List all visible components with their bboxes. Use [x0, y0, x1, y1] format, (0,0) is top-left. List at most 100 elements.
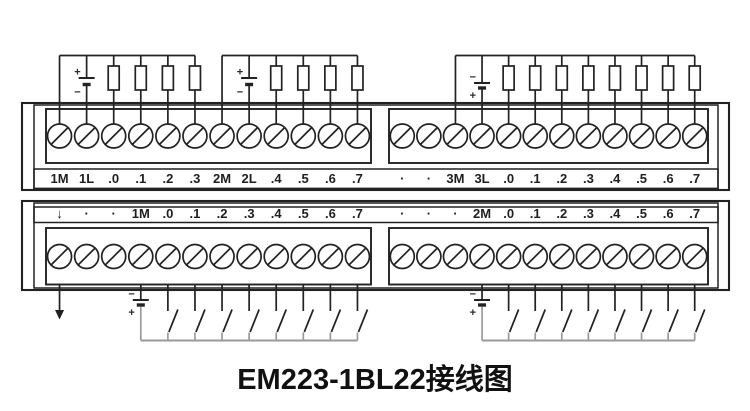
screw-slot — [50, 126, 69, 146]
load-resistor-icon — [502, 65, 515, 91]
screw-terminal — [127, 243, 154, 270]
screw-slot — [240, 126, 259, 146]
switch-icon — [640, 284, 653, 341]
screw-terminal — [628, 243, 655, 270]
screw-terminal — [263, 123, 290, 149]
screw-terminal — [681, 243, 708, 270]
screw-slot — [685, 126, 704, 146]
screw-terminal — [73, 123, 100, 149]
screw-slot — [526, 247, 545, 266]
screw-terminal — [209, 243, 235, 270]
terminal-label: · — [400, 206, 404, 221]
terminal-label: 2M — [213, 171, 231, 186]
switch-blade — [641, 309, 653, 333]
screw-terminal — [442, 123, 469, 149]
screw-slot — [552, 247, 571, 266]
terminal-label: .0 — [162, 206, 173, 221]
load-resistor-icon — [661, 65, 675, 91]
terminal-label: .0 — [503, 206, 514, 221]
switch-blade — [195, 309, 206, 333]
switch-icon — [194, 284, 206, 341]
battery-minus-label: − — [74, 87, 80, 99]
terminal-label: .1 — [530, 206, 541, 221]
screw-terminal — [290, 243, 317, 270]
terminal-label: · — [112, 206, 116, 221]
screw-slot — [446, 126, 465, 146]
terminal-strip — [388, 108, 709, 164]
screw-terminal — [100, 243, 127, 270]
switch-blade — [222, 309, 233, 333]
load-resistor-icon — [134, 65, 148, 91]
screw-slot — [185, 247, 204, 266]
battery-icon: +− — [74, 67, 95, 99]
screw-terminal — [127, 123, 154, 149]
terminal-label: .5 — [298, 171, 309, 186]
load-resistor-icon — [107, 65, 121, 91]
ground-arrow-icon — [55, 284, 65, 320]
bottom-module: ↓··1M.0.1.2.3.4.5.6.7−+···2M.0.1.2.3.4.5… — [20, 199, 731, 342]
screw-terminal — [236, 243, 262, 270]
switch-blade — [535, 309, 546, 333]
terminal-label: 3L — [474, 171, 489, 186]
screw-slot — [104, 247, 123, 266]
screw-terminal — [548, 243, 575, 270]
diagram-title: EM223-1BL22接线图 — [237, 363, 513, 396]
load-resistor-icon — [324, 65, 337, 91]
battery-minus-label: − — [128, 289, 134, 301]
battery-icon: −+ — [470, 289, 491, 319]
screw-slot — [104, 126, 123, 146]
terminal-label: .2 — [217, 206, 228, 221]
screw-slot — [321, 126, 340, 146]
screw-slot — [659, 126, 678, 146]
screw-terminal — [46, 123, 73, 149]
battery-plus-label: + — [237, 67, 243, 79]
terminal-label: .2 — [556, 171, 567, 186]
terminal-label: 2L — [242, 171, 257, 186]
screw-slot — [321, 247, 340, 266]
switch-icon — [587, 284, 600, 341]
switch-blade — [249, 309, 260, 333]
terminal-label: .4 — [610, 206, 622, 221]
screw-slot — [419, 126, 438, 146]
battery-minus-label: − — [237, 87, 243, 99]
switch-icon — [560, 284, 573, 341]
load-resistor-icon — [296, 65, 310, 91]
screw-slot — [267, 247, 286, 266]
screw-terminal — [100, 123, 127, 149]
terminal-label: .4 — [610, 171, 622, 186]
screw-terminal — [46, 243, 73, 270]
screw-slot — [131, 126, 150, 146]
terminal-label: .1 — [530, 171, 541, 186]
switch-blade — [303, 309, 315, 333]
switch-blade — [668, 309, 679, 333]
screw-terminal — [575, 243, 602, 270]
screw-terminal — [182, 123, 208, 149]
label-row-frame — [33, 168, 719, 190]
switch-icon — [167, 284, 179, 341]
screw-terminal — [182, 243, 208, 270]
screw-slot — [473, 126, 492, 146]
terminal-label: ↓ — [56, 206, 63, 221]
screw-slot — [473, 247, 492, 266]
supply-wiring-group: +− — [221, 54, 364, 125]
screw-slot — [393, 126, 412, 146]
screw-terminal — [469, 243, 495, 270]
screw-terminal — [416, 123, 442, 149]
screw-slot — [348, 247, 367, 266]
screw-slot — [579, 247, 598, 266]
load-resistor-icon — [635, 65, 648, 91]
supply-wiring-group: +− — [58, 54, 202, 125]
screw-slot — [419, 247, 438, 266]
screw-slot — [685, 247, 704, 266]
screw-terminal — [655, 123, 681, 149]
supply-wiring-group: −+ — [454, 54, 702, 125]
screw-terminal — [442, 243, 469, 270]
terminal-label: 2M — [473, 206, 491, 221]
screw-slot — [499, 126, 518, 146]
screw-slot — [267, 126, 286, 146]
screw-slot — [526, 126, 545, 146]
